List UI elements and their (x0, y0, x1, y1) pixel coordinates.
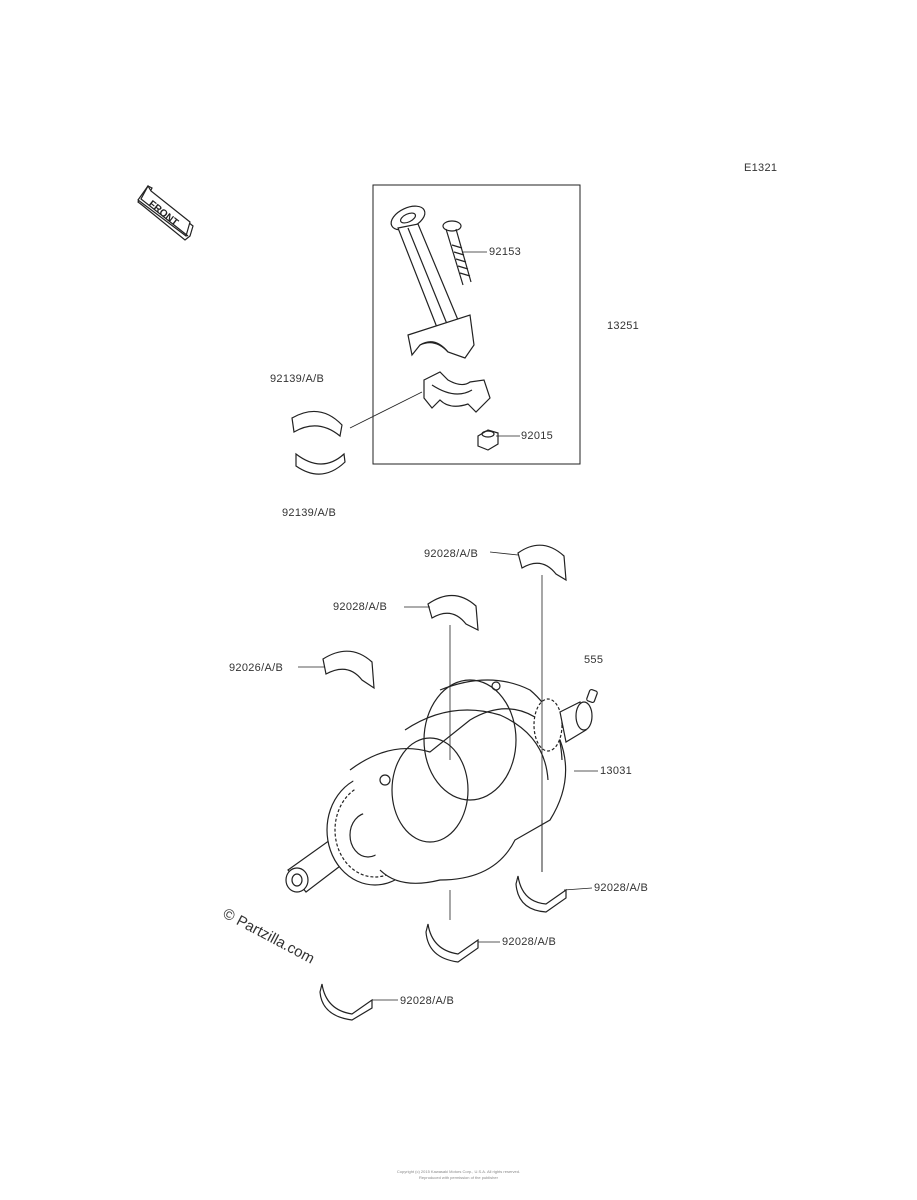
part-label-92139-upper[interactable]: 92139/A/B (270, 373, 325, 385)
part-label-92015[interactable]: 92015 (521, 430, 554, 442)
conrod-bearing-upper (291, 410, 343, 438)
diagram-id: E1321 (744, 162, 778, 174)
copyright-line-1: Copyright (c) 2015 Kawasaki Motors Corp.… (396, 1169, 521, 1174)
woodruff-key (586, 688, 598, 704)
part-label-13031[interactable]: 13031 (600, 765, 633, 777)
part-label-92028-6[interactable]: 92028/A/B (400, 995, 455, 1007)
part-label-92139-lower[interactable]: 92139/A/B (282, 507, 337, 519)
main-bearing-6 (319, 983, 373, 1021)
part-label-92026-3[interactable]: 92026/A/B (229, 662, 284, 674)
front-arrow-icon (137, 184, 194, 241)
conrod-bolt (442, 220, 472, 286)
part-label-92028-5[interactable]: 92028/A/B (502, 936, 557, 948)
part-label-92153[interactable]: 92153 (489, 246, 522, 258)
part-label-92028-1[interactable]: 92028/A/B (424, 548, 479, 560)
connecting-rod (390, 205, 475, 359)
conrod-assembly-box (372, 184, 581, 465)
leader-lines (298, 251, 598, 1001)
conrod-bearing-lower (295, 452, 346, 475)
main-bearing-2 (427, 594, 479, 632)
part-label-555[interactable]: 555 (584, 654, 604, 666)
main-bearing-5 (425, 923, 479, 963)
part-label-13251[interactable]: 13251 (607, 320, 640, 332)
part-label-92028-2[interactable]: 92028/A/B (333, 601, 388, 613)
main-bearing-1 (517, 544, 567, 582)
rod-nut (477, 429, 499, 451)
crankshaft (285, 679, 593, 893)
main-bearing-3 (322, 650, 375, 690)
main-bearing-4 (515, 875, 567, 913)
rod-cap (423, 371, 491, 413)
copyright-line-2: Reproduced with permission of the publis… (419, 1175, 498, 1180)
part-label-92028-4[interactable]: 92028/A/B (594, 882, 649, 894)
